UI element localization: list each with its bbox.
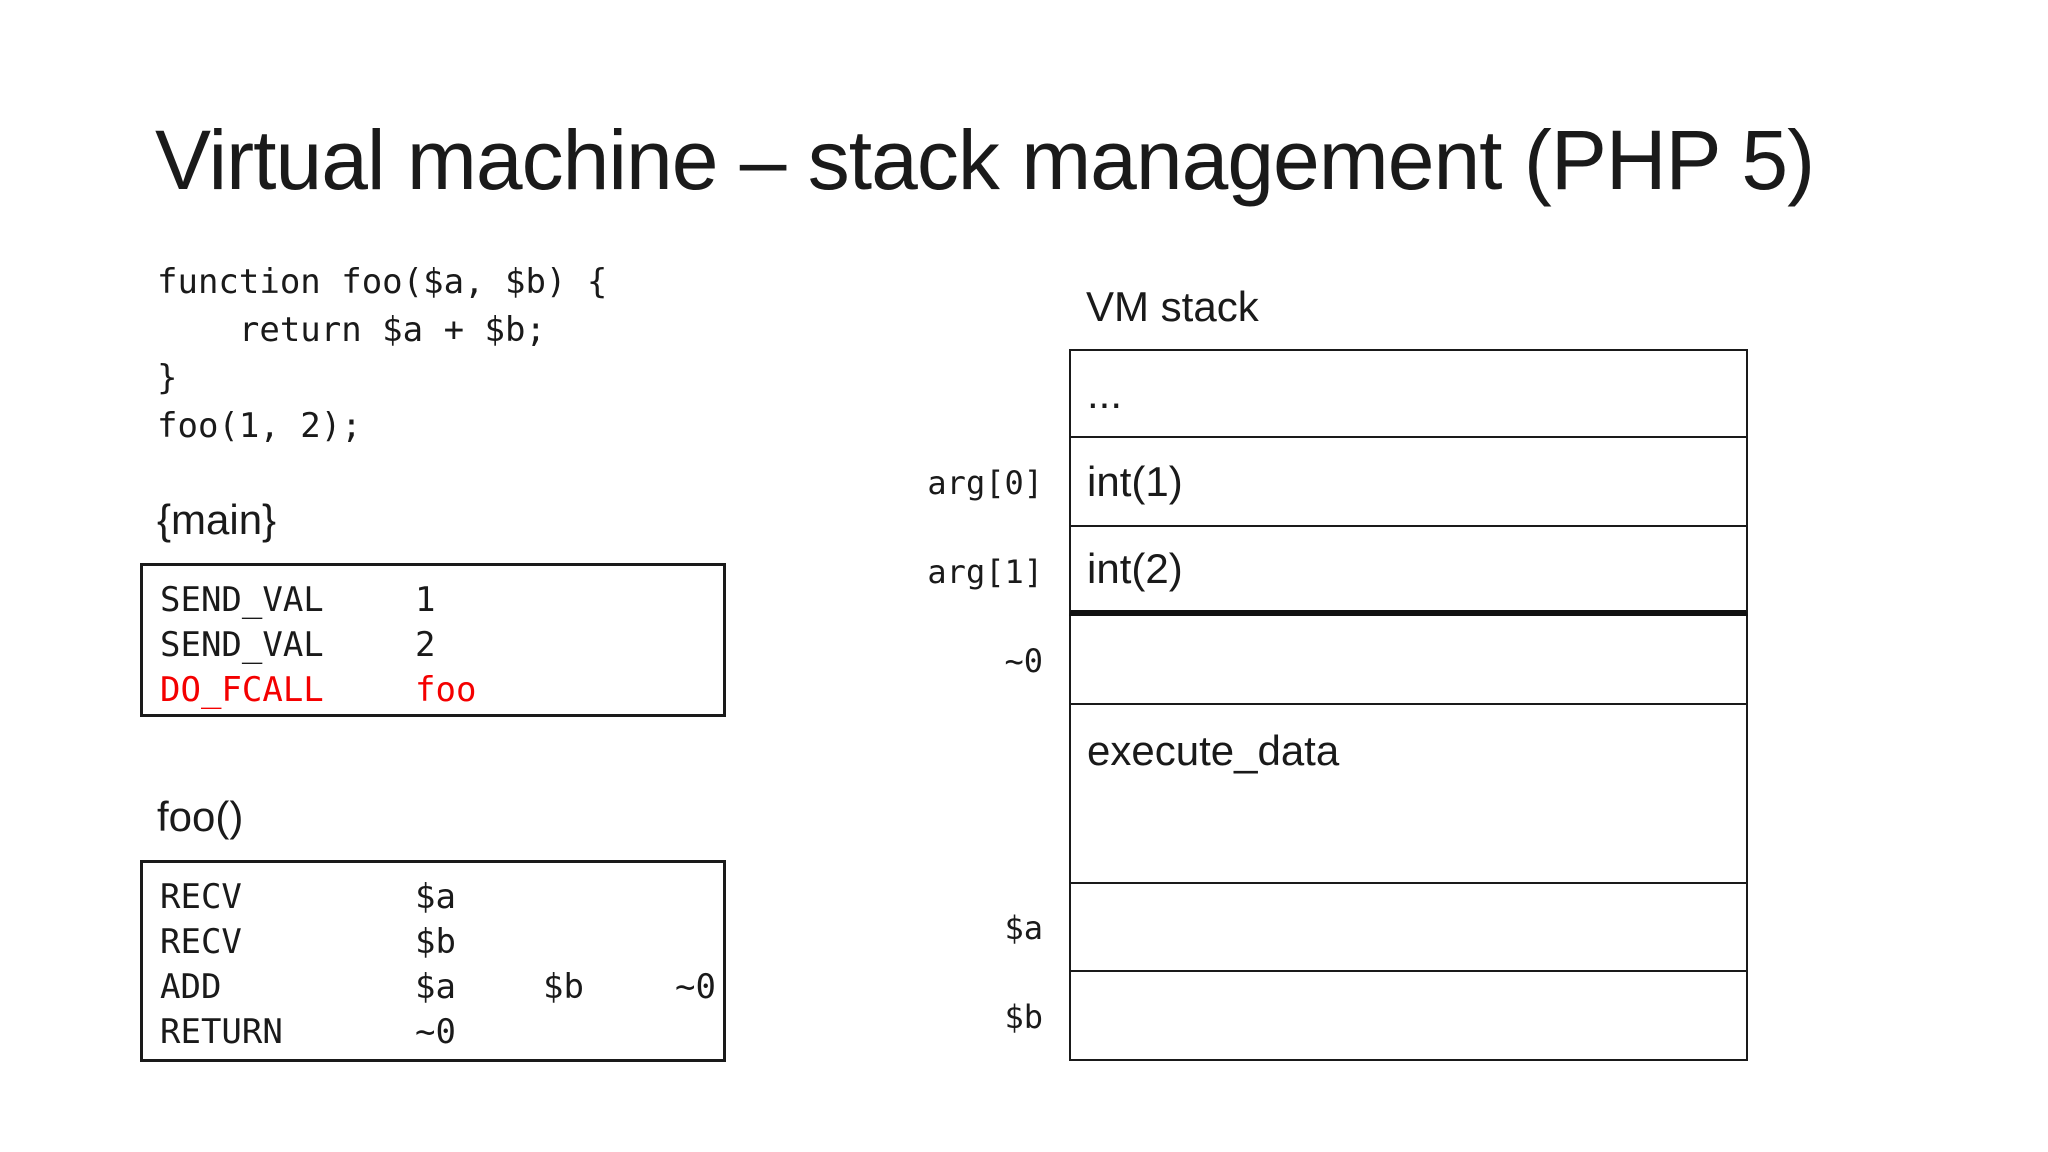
php-code-snippet: function foo($a, $b) { return $a + $b; }…: [157, 258, 607, 450]
stack-slot-label: arg[0]: [927, 463, 1043, 502]
code-line: foo(1, 2);: [157, 406, 362, 446]
stack-slot: [1069, 616, 1748, 705]
operand: $b: [415, 922, 456, 962]
opcode-row: RETURN ~0: [160, 1010, 723, 1055]
stack-row: ...: [884, 349, 1748, 438]
code-line: function foo($a, $b) {: [157, 262, 608, 302]
code-line: }: [157, 358, 178, 398]
operand: ~0: [675, 967, 716, 1007]
stack-slot: [1069, 884, 1748, 972]
stack-slot-label: $a: [1004, 909, 1043, 947]
stack-slot: [1069, 972, 1748, 1061]
operand: $a: [415, 877, 456, 917]
opcode: DO_FCALL: [160, 670, 324, 710]
opcode-row: ADD $a $b ~0: [160, 965, 723, 1010]
foo-opcodes-label: foo(): [157, 793, 244, 840]
opcode-row: RECV $b: [160, 920, 723, 965]
code-line: return $a + $b;: [157, 310, 546, 350]
stack-slot-label: [884, 349, 1069, 438]
operand: foo: [415, 670, 477, 710]
main-opcodes-box: SEND_VAL 1 SEND_VAL 2 DO_FCALL foo: [140, 563, 726, 717]
vm-stack-title: VM stack: [1086, 283, 1259, 330]
foo-opcodes-box: RECV $a RECV $b ADD $a $b ~0 RETURN ~0: [140, 860, 726, 1062]
stack-row: $a: [884, 884, 1748, 972]
stack-slot: int(2): [1069, 527, 1748, 616]
stack-slot: int(1): [1069, 438, 1748, 527]
stack-row-execute-data: execute_data: [884, 705, 1748, 884]
opcode: ADD: [160, 967, 222, 1007]
operand: ~0: [415, 1012, 456, 1052]
opcode-row: SEND_VAL 1: [160, 578, 723, 623]
stack-row: arg[0] int(1): [884, 438, 1748, 527]
operand: 2: [415, 625, 436, 665]
stack-slot-label: $b: [1004, 997, 1043, 1036]
stack-slot-label: [884, 705, 1069, 884]
stack-slot: ...: [1069, 349, 1748, 438]
opcode: RETURN: [160, 1012, 283, 1052]
operand: $a: [415, 967, 456, 1007]
slide-title: Virtual machine – stack management (PHP …: [155, 113, 1815, 207]
opcode-row: SEND_VAL 2: [160, 623, 723, 668]
opcode-row-highlighted: DO_FCALL foo: [160, 668, 723, 713]
main-opcodes-label: {main}: [157, 496, 277, 543]
operand: 1: [415, 580, 436, 620]
opcode: SEND_VAL: [160, 625, 324, 665]
stack-row-frame-boundary: arg[1] int(2): [884, 527, 1748, 616]
vm-stack-diagram: ... arg[0] int(1) arg[1] int(2) ~0 execu…: [884, 349, 1748, 1061]
opcode: RECV: [160, 922, 242, 962]
opcode: SEND_VAL: [160, 580, 324, 620]
stack-slot-label: arg[1]: [927, 552, 1043, 591]
opcode: RECV: [160, 877, 242, 917]
operand: $b: [543, 967, 584, 1007]
stack-row: $b: [884, 972, 1748, 1061]
opcode-row: RECV $a: [160, 875, 723, 920]
stack-slot: execute_data: [1069, 705, 1748, 884]
stack-slot-label: ~0: [1004, 641, 1043, 680]
stack-row: ~0: [884, 616, 1748, 705]
